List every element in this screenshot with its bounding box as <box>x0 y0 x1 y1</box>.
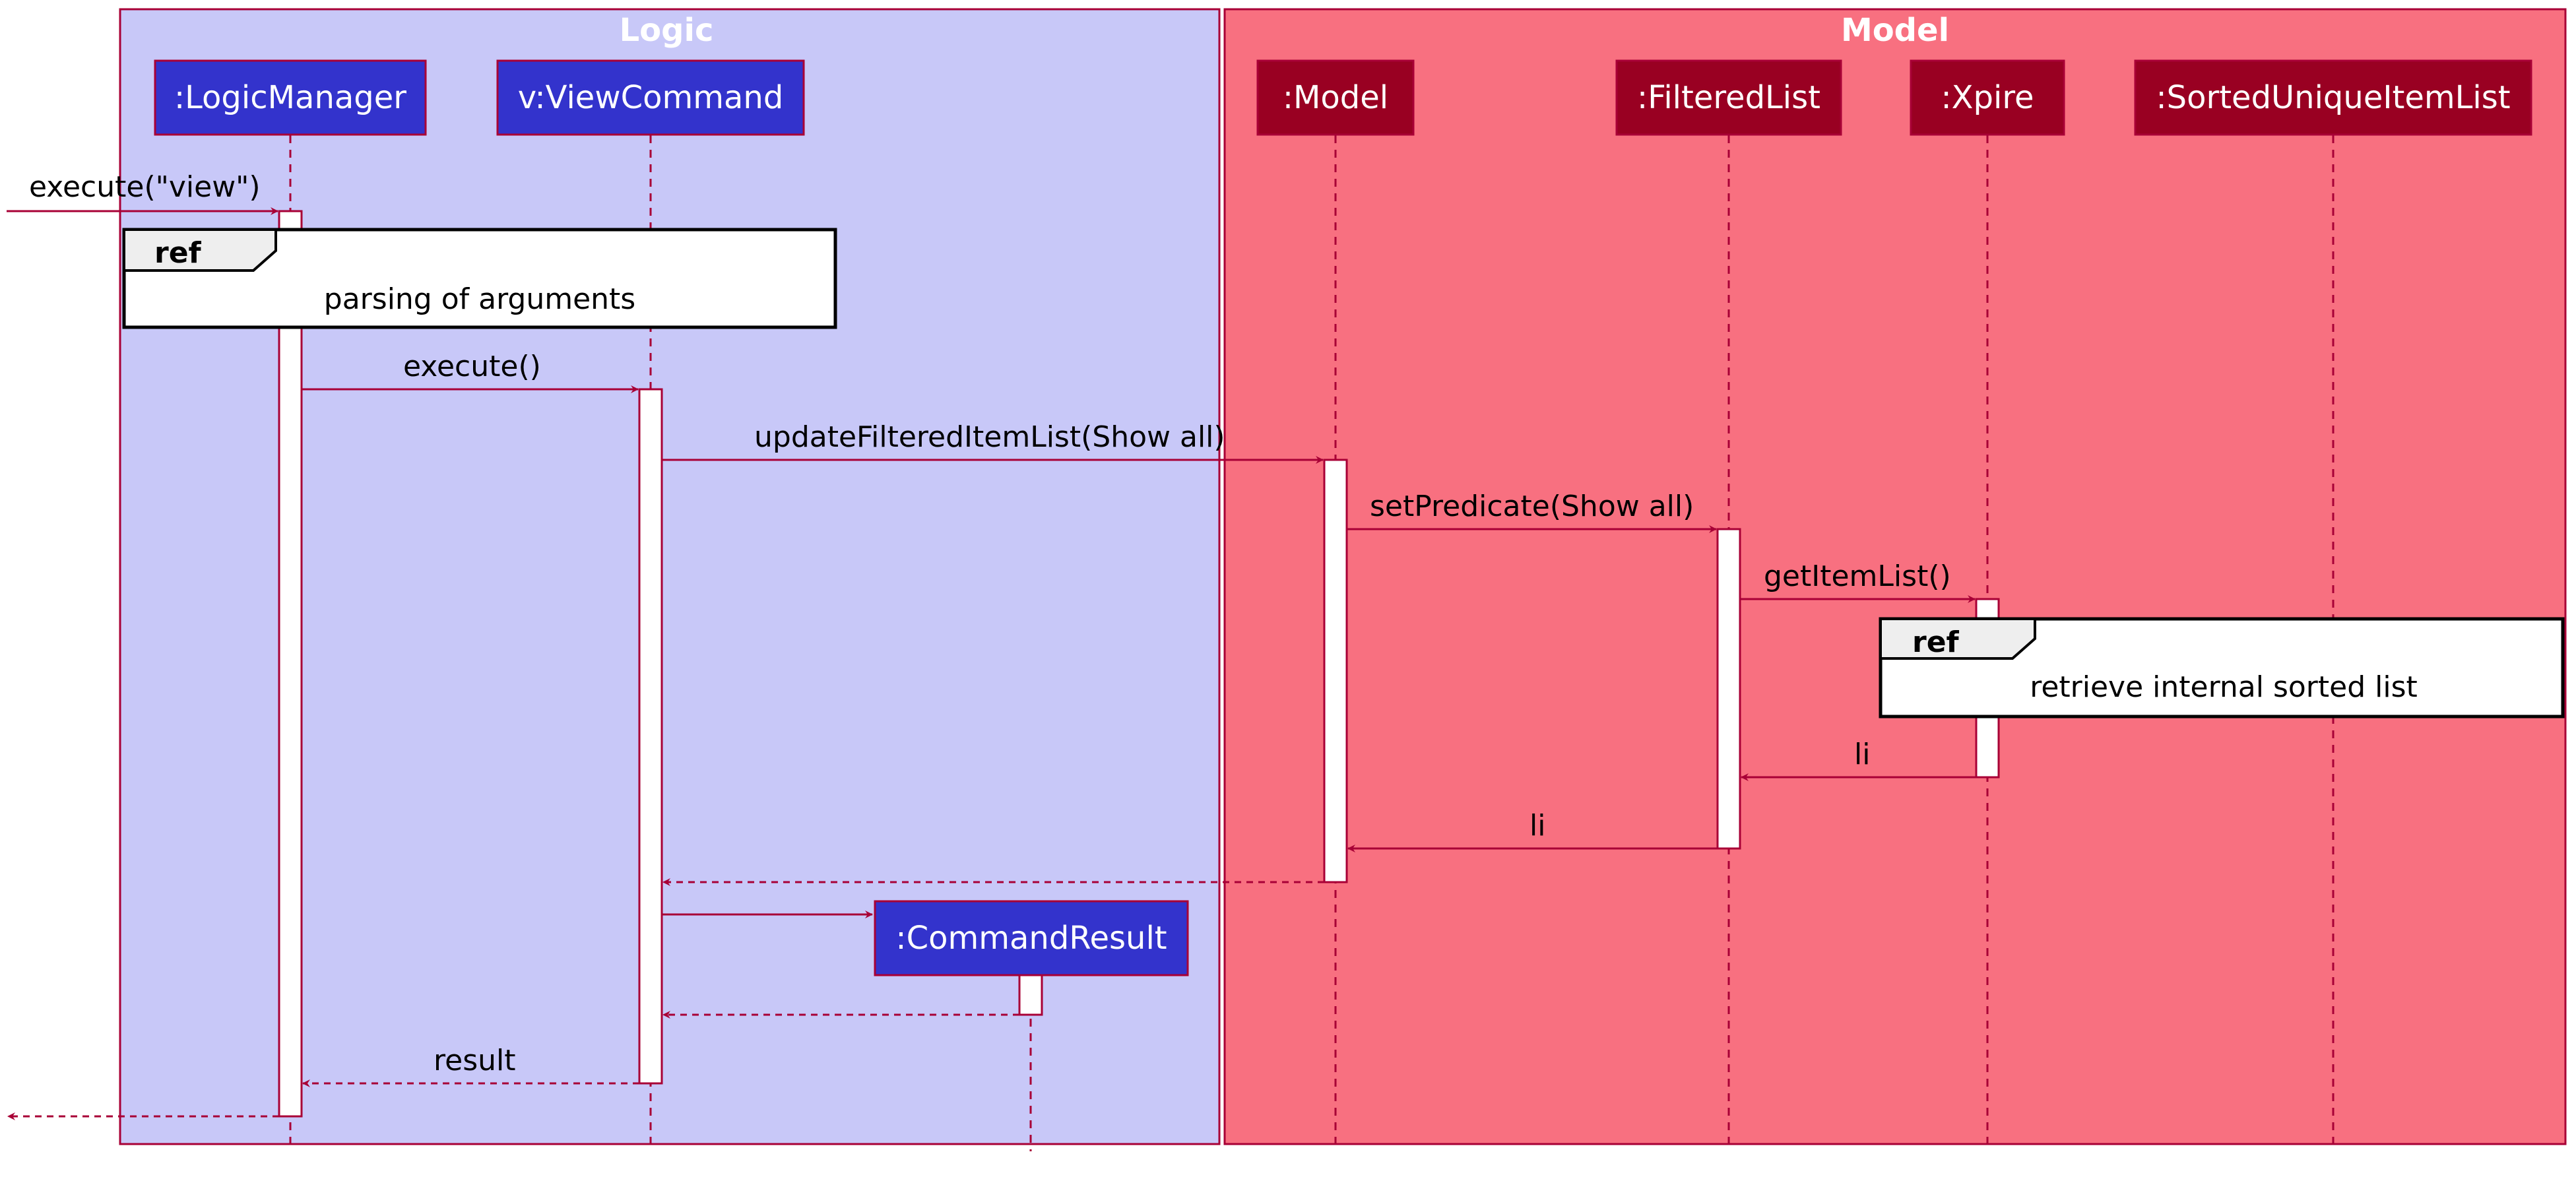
model-box-title: Model <box>1841 12 1949 49</box>
svg-text::LogicManager: :LogicManager <box>174 79 406 116</box>
msg-li-filtered: li <box>1530 809 1545 843</box>
activation-commandresult <box>1018 974 1043 1016</box>
svg-text::CommandResult: :CommandResult <box>895 920 1167 957</box>
participant-sorteduniqueitemlist: :SortedUniqueItemList <box>2134 59 2532 136</box>
ref-text: retrieve internal sorted list <box>2030 670 2418 704</box>
ref-retrieve-internal-sorted-list: ref retrieve internal sorted list <box>1879 617 2565 718</box>
msg-set-predicate: setPredicate(Show all) <box>1370 490 1694 523</box>
activation-filteredlist <box>1716 528 1741 850</box>
participant-logicmanager: :LogicManager <box>154 59 427 136</box>
svg-text::SortedUniqueItemList: :SortedUniqueItemList <box>2156 79 2510 116</box>
ref-tag: ref <box>154 236 202 270</box>
participant-filteredlist: :FilteredList <box>1615 59 1842 136</box>
svg-text::FilteredList: :FilteredList <box>1637 79 1820 116</box>
activation-model <box>1323 459 1348 883</box>
participant-commandresult: :CommandResult <box>874 900 1189 976</box>
msg-execute-view: execute("view") <box>29 170 261 204</box>
msg-update-filtered: updateFilteredItemList(Show all) <box>754 420 1225 454</box>
ref-parsing-of-arguments: ref parsing of arguments <box>122 228 837 329</box>
participant-model: :Model <box>1256 59 1415 136</box>
svg-text:v:ViewCommand: v:ViewCommand <box>518 79 784 116</box>
ref-tag: ref <box>1912 625 1960 659</box>
ref-text: parsing of arguments <box>324 282 635 316</box>
activation-viewcommand <box>638 388 663 1085</box>
model-box <box>1223 8 2567 1145</box>
participant-xpire: :Xpire <box>1910 59 2065 136</box>
participant-viewcommand: v:ViewCommand <box>496 59 805 136</box>
msg-li-xpire: li <box>1854 738 1870 771</box>
svg-text::Xpire: :Xpire <box>1941 79 2034 116</box>
msg-get-item-list: getItemList() <box>1764 559 1951 593</box>
msg-result: result <box>434 1044 515 1077</box>
svg-text::Model: :Model <box>1283 79 1388 116</box>
logic-box-title: Logic <box>620 12 714 49</box>
activation-logicmanager <box>278 210 303 1118</box>
msg-execute: execute() <box>403 350 541 383</box>
